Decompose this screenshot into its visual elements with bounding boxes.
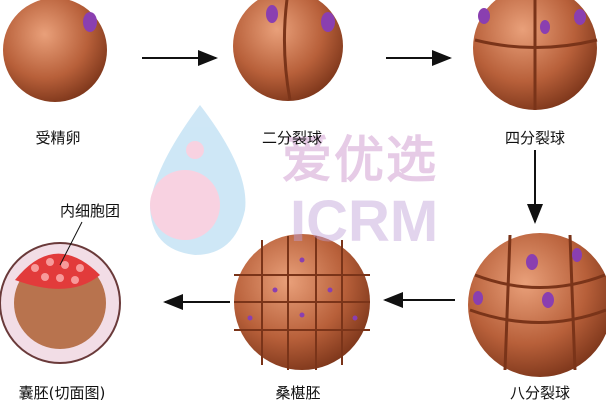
zygote — [3, 0, 107, 102]
label-morula: 桑椹胚 — [275, 384, 321, 402]
watermark-logo — [150, 105, 246, 255]
morula — [234, 234, 370, 370]
label-four-cell: 四分裂球 — [504, 129, 566, 147]
blastocyst — [0, 221, 121, 364]
label-eight-cell: 八分裂球 — [509, 384, 571, 402]
label-two-cell: 二分裂球 — [261, 129, 323, 147]
label-zygote: 受精卵 — [35, 129, 81, 147]
watermark-text-cn: 爱优选 — [282, 131, 438, 189]
eight-cell-stage — [468, 233, 606, 377]
two-cell-stage — [233, 0, 343, 101]
label-blastocyst: 囊胚(切面图) — [18, 384, 106, 402]
four-cell-stage — [473, 0, 598, 110]
watermark-text-en: ICRM — [290, 189, 439, 254]
label-inner-cell-mass: 内细胞团 — [59, 202, 121, 220]
